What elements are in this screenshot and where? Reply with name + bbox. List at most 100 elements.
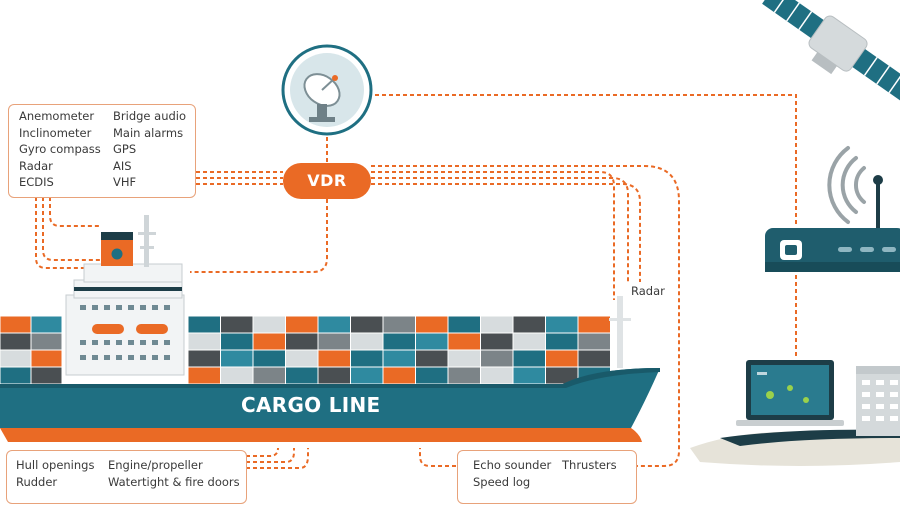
container-block: [447, 366, 481, 385]
container-block: [545, 332, 579, 351]
sensor-label: Radar: [19, 158, 53, 173]
sensor-label: Bridge audio: [113, 109, 187, 123]
line-topbox-down-2: [42, 197, 100, 261]
sensor-label: Anemometer: [19, 109, 95, 123]
container-block: [382, 349, 416, 368]
container-block: [0, 332, 32, 351]
container-block: [0, 366, 32, 385]
container-block: [285, 332, 319, 351]
container-block: [447, 315, 481, 334]
sensor-label: GPS: [113, 142, 137, 156]
container-block: [220, 349, 254, 368]
container-block: [187, 349, 221, 368]
line-bottomleft-1: [246, 447, 279, 457]
container-block: [317, 332, 351, 351]
line-topbox-down-1: [35, 197, 100, 269]
container-block: [415, 349, 449, 368]
line-bottomright-hull: [419, 448, 456, 467]
container-block: [187, 315, 221, 334]
container-block: [415, 366, 449, 385]
container-block: [577, 315, 611, 334]
line-topbox-down-3: [49, 197, 100, 227]
sensor-label: Hull openings: [16, 458, 95, 472]
sensor-box-bottom-left: Hull openings Rudder Engine/propeller Wa…: [6, 450, 247, 504]
container-block: [577, 349, 611, 368]
container-block: [285, 349, 319, 368]
sensor-label: Thrusters: [562, 458, 617, 472]
ship-superstructure: [65, 215, 185, 376]
wifi-router-icon: [765, 146, 900, 272]
sensor-label: AIS: [113, 158, 132, 173]
ship-name: CARGO LINE: [241, 393, 381, 417]
container-block: [350, 366, 384, 385]
container-block: [187, 366, 221, 385]
satellite-icon: [762, 0, 900, 102]
container-block: [220, 366, 254, 385]
satellite-dish-icon: [281, 44, 373, 136]
line-vdr-radar-3: [371, 183, 641, 282]
shore-building-icon: [856, 366, 900, 436]
sensor-label: ECDIS: [19, 175, 54, 189]
vdr-hub: VDR: [283, 163, 371, 199]
sensor-box-top: Anemometer Inclinometer Gyro compass Rad…: [8, 104, 196, 198]
sensor-label: VHF: [113, 175, 137, 189]
container-block: [220, 315, 254, 334]
laptop-icon: [736, 360, 844, 426]
container-block: [252, 332, 286, 351]
bow-mast: [617, 296, 623, 368]
container-block: [447, 332, 481, 351]
ship-hull-deckline: [0, 368, 660, 388]
line-vdr-bridge: [190, 199, 328, 273]
shore-area: [690, 429, 900, 466]
ship-hull: [0, 368, 660, 428]
container-block: [480, 349, 514, 368]
container-block: [317, 315, 351, 334]
container-block: [187, 332, 221, 351]
container-block: [512, 349, 546, 368]
container-block: [382, 315, 416, 334]
line-vdr-bottomright: [371, 165, 680, 467]
container-block: [0, 315, 32, 334]
container-block: [512, 315, 546, 334]
sensor-label: Rudder: [16, 475, 58, 489]
container-block: [382, 366, 416, 385]
sensor-label: Echo sounder: [473, 458, 552, 472]
sensor-label: Engine/propeller: [108, 458, 203, 472]
sensor-label: Watertight & fire doors: [108, 475, 240, 489]
line-vdr-radar-2: [371, 177, 629, 282]
radar-label: Radar: [631, 284, 665, 298]
container-block: [415, 332, 449, 351]
container-block: [577, 332, 611, 351]
container-block: [350, 349, 384, 368]
bow-mast-crossbar: [609, 318, 631, 321]
container-block: [252, 315, 286, 334]
sensor-label: Speed log: [473, 475, 531, 489]
sensor-label: Gyro compass: [19, 142, 101, 156]
container-block: [350, 332, 384, 351]
container-block: [252, 366, 286, 385]
container-block: [512, 366, 546, 385]
connection-lines: [35, 94, 797, 469]
line-dish-satellite: [375, 94, 797, 225]
container-block: [317, 349, 351, 368]
container-block: [480, 366, 514, 385]
sensor-label: Main alarms: [113, 125, 184, 140]
container-block: [30, 366, 63, 385]
line-vdr-radar: [371, 171, 615, 300]
container-block: [480, 315, 514, 334]
sensor-box-bottom-right: Echo sounder Speed log Thrusters: [457, 450, 637, 504]
container-block: [415, 315, 449, 334]
container-block: [285, 315, 319, 334]
container-block: [30, 332, 63, 351]
container-block: [0, 349, 32, 368]
container-block: [30, 315, 63, 334]
container-block: [545, 349, 579, 368]
container-block: [545, 315, 579, 334]
container-block: [447, 349, 481, 368]
ship-hull-waterline: [0, 428, 642, 442]
container-block: [220, 332, 254, 351]
container-block: [285, 366, 319, 385]
container-block: [350, 315, 384, 334]
